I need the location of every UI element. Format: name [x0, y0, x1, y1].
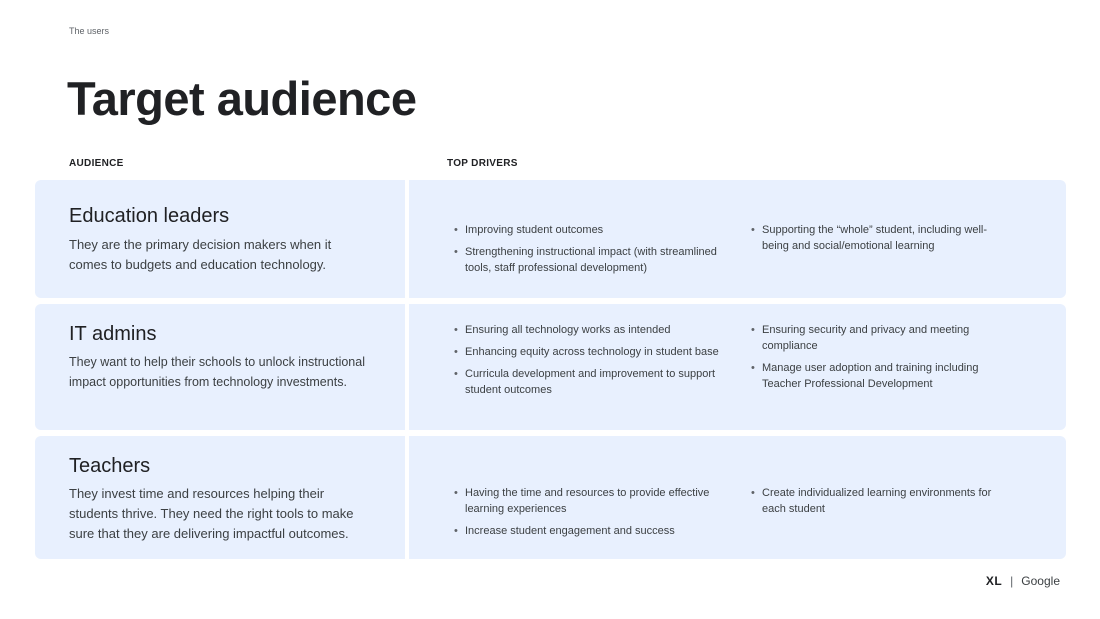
drivers-list-col1: Improving student outcomes Strengthening… — [454, 222, 734, 282]
audience-cell: IT admins They want to help their school… — [35, 304, 405, 430]
driver-item: Supporting the “whole” student, includin… — [751, 222, 1011, 254]
driver-item: Having the time and resources to provide… — [454, 485, 734, 517]
audience-description: They are the primary decision makers whe… — [69, 237, 332, 272]
audience-name: Education leaders — [69, 205, 230, 227]
audience-row-it-admins: IT admins They want to help their school… — [35, 304, 1066, 430]
footer-branding: XL | Google — [986, 574, 1060, 588]
driver-item: Improving student outcomes — [454, 222, 734, 238]
drivers-list-col2: Create individualized learning environme… — [751, 485, 1011, 523]
audience-row-education-leaders: Education leaders They are the primary d… — [35, 180, 1066, 298]
page-title: Target audience — [67, 72, 417, 125]
driver-item: Curricula development and improvement to… — [454, 366, 734, 398]
driver-item: Strengthening instructional impact (with… — [454, 244, 734, 276]
column-header-audience: AUDIENCE — [69, 158, 124, 169]
driver-item: Ensuring security and privacy and meetin… — [751, 322, 1011, 354]
audience-description: They invest time and resources helping t… — [69, 486, 354, 541]
drivers-list-col2: Ensuring security and privacy and meetin… — [751, 322, 1011, 398]
column-header-top-drivers: TOP DRIVERS — [447, 158, 518, 169]
partner-logo-google: Google — [1021, 574, 1060, 588]
brand-logo-xl: XL — [985, 574, 1003, 588]
audience-name: IT admins — [69, 323, 157, 345]
driver-item: Create individualized learning environme… — [751, 485, 1011, 517]
audience-row-teachers: Teachers They invest time and resources … — [35, 436, 1066, 559]
drivers-list-col1: Having the time and resources to provide… — [454, 485, 734, 545]
drivers-cell: Ensuring all technology works as intende… — [409, 304, 1066, 430]
driver-item: Manage user adoption and training includ… — [751, 360, 1011, 392]
drivers-list-col2: Supporting the “whole” student, includin… — [751, 222, 1011, 260]
drivers-cell: Having the time and resources to provide… — [409, 436, 1066, 559]
driver-item: Enhancing equity across technology in st… — [454, 344, 734, 360]
section-eyebrow: The users — [69, 26, 110, 36]
audience-cell: Education leaders They are the primary d… — [35, 180, 405, 298]
drivers-list-col1: Ensuring all technology works as intende… — [454, 322, 734, 404]
drivers-cell: Improving student outcomes Strengthening… — [409, 180, 1066, 298]
driver-item: Ensuring all technology works as intende… — [454, 322, 734, 338]
brand-separator: | — [1010, 574, 1014, 588]
driver-item: Increase student engagement and success — [454, 523, 734, 539]
audience-cell: Teachers They invest time and resources … — [35, 436, 405, 559]
audience-name: Teachers — [69, 455, 151, 477]
audience-description: They want to help their schools to unloc… — [69, 355, 365, 389]
